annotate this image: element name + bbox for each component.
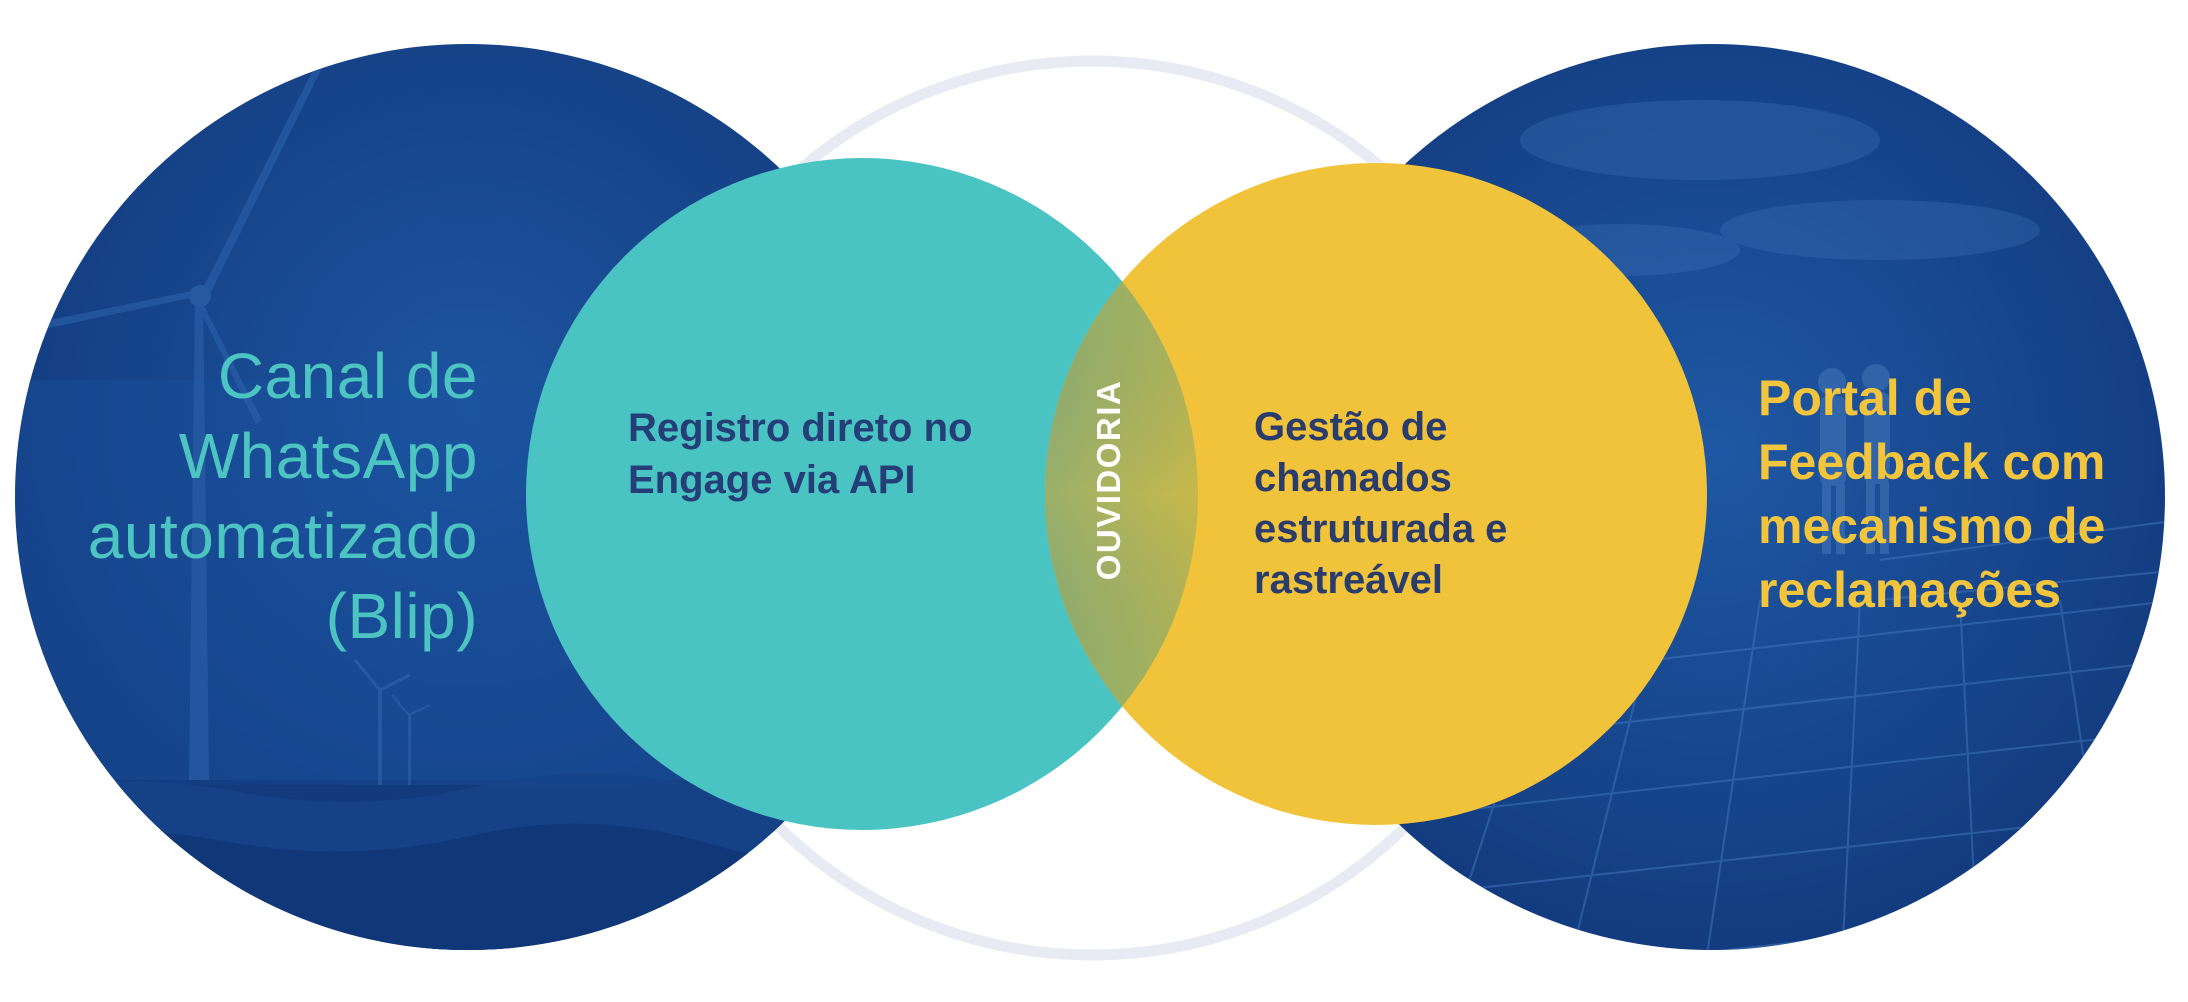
ouvidoria-label: OUVIDORIA: [1090, 379, 1127, 581]
yellow-circle: [1045, 163, 1707, 825]
right-label-line: reclamações: [1758, 562, 2062, 618]
teal-label-line: Registro direto no: [628, 406, 973, 450]
right-label-line: Portal de: [1758, 370, 1972, 426]
right-circle-label: Portal de Feedback com mecanismo de recl…: [1758, 366, 2178, 622]
left-label-line: Canal de: [217, 340, 478, 412]
workers-silhouette-icon: [1818, 364, 1890, 554]
left-label-line: automatizado: [87, 500, 478, 572]
right-label-line: Feedback com: [1758, 434, 2106, 490]
wind-turbine-icon: [40, 60, 324, 780]
yellow-label-line: estruturada e: [1254, 507, 1508, 551]
yellow-label-line: rastreável: [1254, 558, 1444, 602]
right-label-line: mecanismo de: [1758, 498, 2106, 554]
yellow-label-line: Gestão de: [1254, 405, 1448, 449]
left-label-line: (Blip): [325, 580, 478, 652]
teal-circle-label: Registro direto no Engage via API: [628, 402, 1028, 506]
teal-circle: [526, 158, 1198, 830]
distant-turbines-icon: [353, 659, 431, 800]
yellow-label-line: chamados: [1254, 456, 1452, 500]
left-circle-label: Canal de WhatsApp automatizado (Blip): [40, 336, 478, 656]
yellow-circle-label: Gestão de chamados estruturada e rastreá…: [1254, 402, 1614, 606]
teal-label-line: Engage via API: [628, 458, 916, 502]
left-label-line: WhatsApp: [178, 420, 478, 492]
